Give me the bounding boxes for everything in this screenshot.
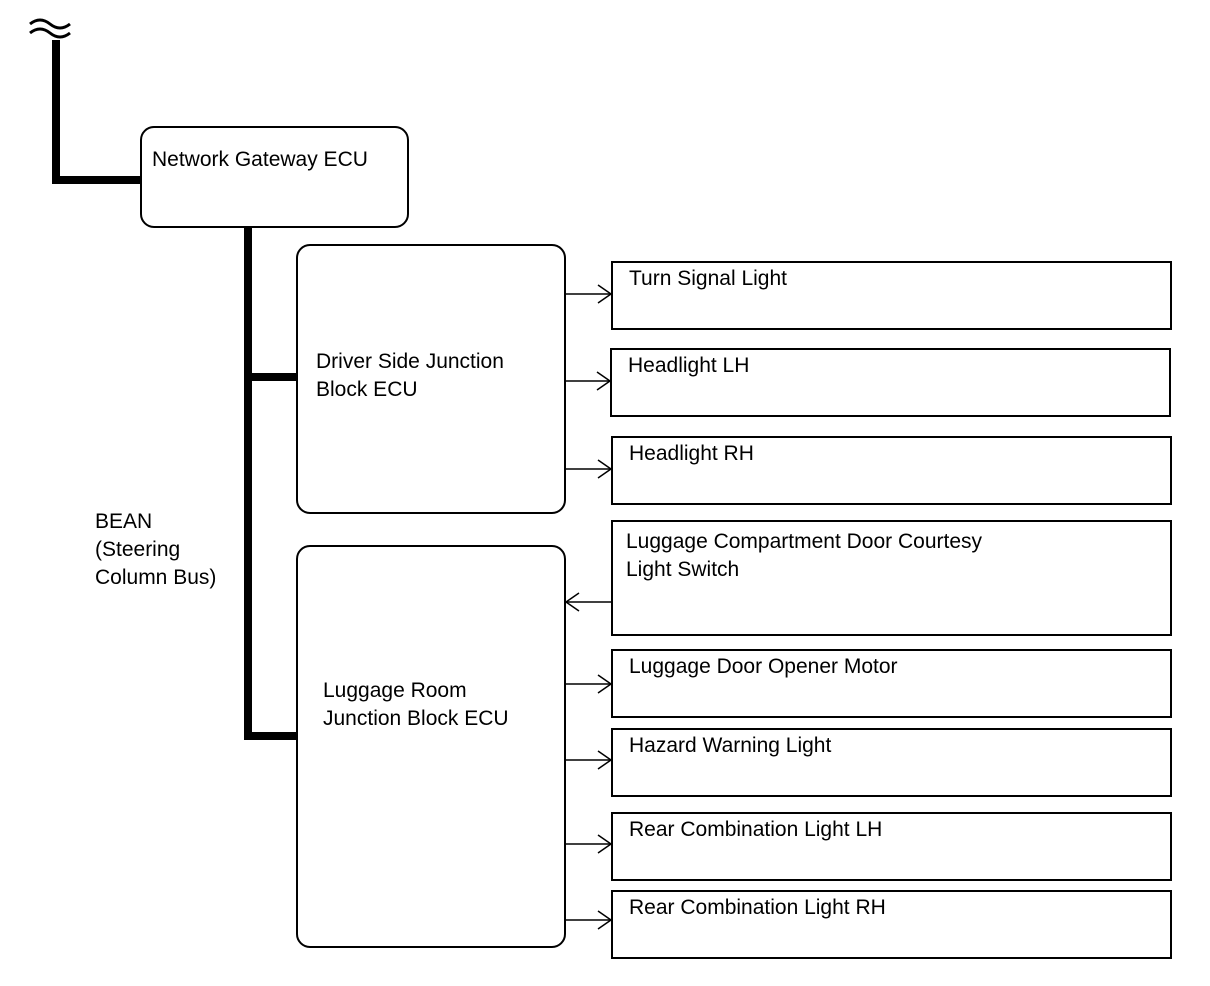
component-rear-combination-light-lh: Rear Combination Light LH (611, 812, 1172, 881)
component-rear-combination-light-rh: Rear Combination Light RH (611, 890, 1172, 959)
component-headlight-lh: Headlight LH (610, 348, 1171, 417)
driver-side-junction-block-ecu-box: Driver Side Junction Block ECU (296, 244, 566, 514)
component-luggage-compartment-door-courtesy-light-switch: Luggage Compartment Door Courtesy Light … (611, 520, 1172, 636)
network-gateway-ecu-box: Network Gateway ECU (140, 126, 409, 228)
component-label: Luggage Door Opener Motor (629, 655, 898, 678)
component-label: Headlight LH (628, 354, 750, 377)
arrow-rear-combination-light-rh (565, 910, 613, 930)
component-label: Rear Combination Light RH (629, 896, 886, 919)
component-turn-signal-light: Turn Signal Light (611, 261, 1172, 330)
component-luggage-door-opener-motor: Luggage Door Opener Motor (611, 649, 1172, 718)
arrow-headlight-lh (565, 371, 612, 391)
component-label: Luggage Compartment Door Courtesy Light … (626, 530, 983, 581)
component-headlight-rh: Headlight RH (611, 436, 1172, 505)
component-label: Rear Combination Light LH (629, 818, 883, 841)
bean-bus-label: BEAN (Steering Column Bus) (95, 510, 217, 589)
bus-break-mark (29, 18, 71, 39)
arrow-turn-signal-light (565, 284, 613, 304)
luggage-room-junction-block-ecu-box: Luggage Room Junction Block ECU (296, 545, 566, 948)
arrow-hazard-warning-light (565, 750, 613, 770)
luggage-room-junction-block-ecu-label: Luggage Room Junction Block ECU (323, 679, 509, 730)
arrow-rear-combination-light-lh (565, 834, 613, 854)
component-label: Hazard Warning Light (629, 734, 832, 757)
network-gateway-ecu-label: Network Gateway ECU (152, 148, 368, 171)
arrow-luggage-door-opener-motor (565, 674, 613, 694)
driver-side-junction-block-ecu-label: Driver Side Junction Block ECU (316, 350, 504, 401)
component-label: Headlight RH (629, 442, 754, 465)
arrow-headlight-rh (565, 459, 613, 479)
arrow-luggage-door-courtesy-switch (564, 592, 612, 612)
component-label: Turn Signal Light (629, 267, 787, 290)
component-hazard-warning-light: Hazard Warning Light (611, 728, 1172, 797)
